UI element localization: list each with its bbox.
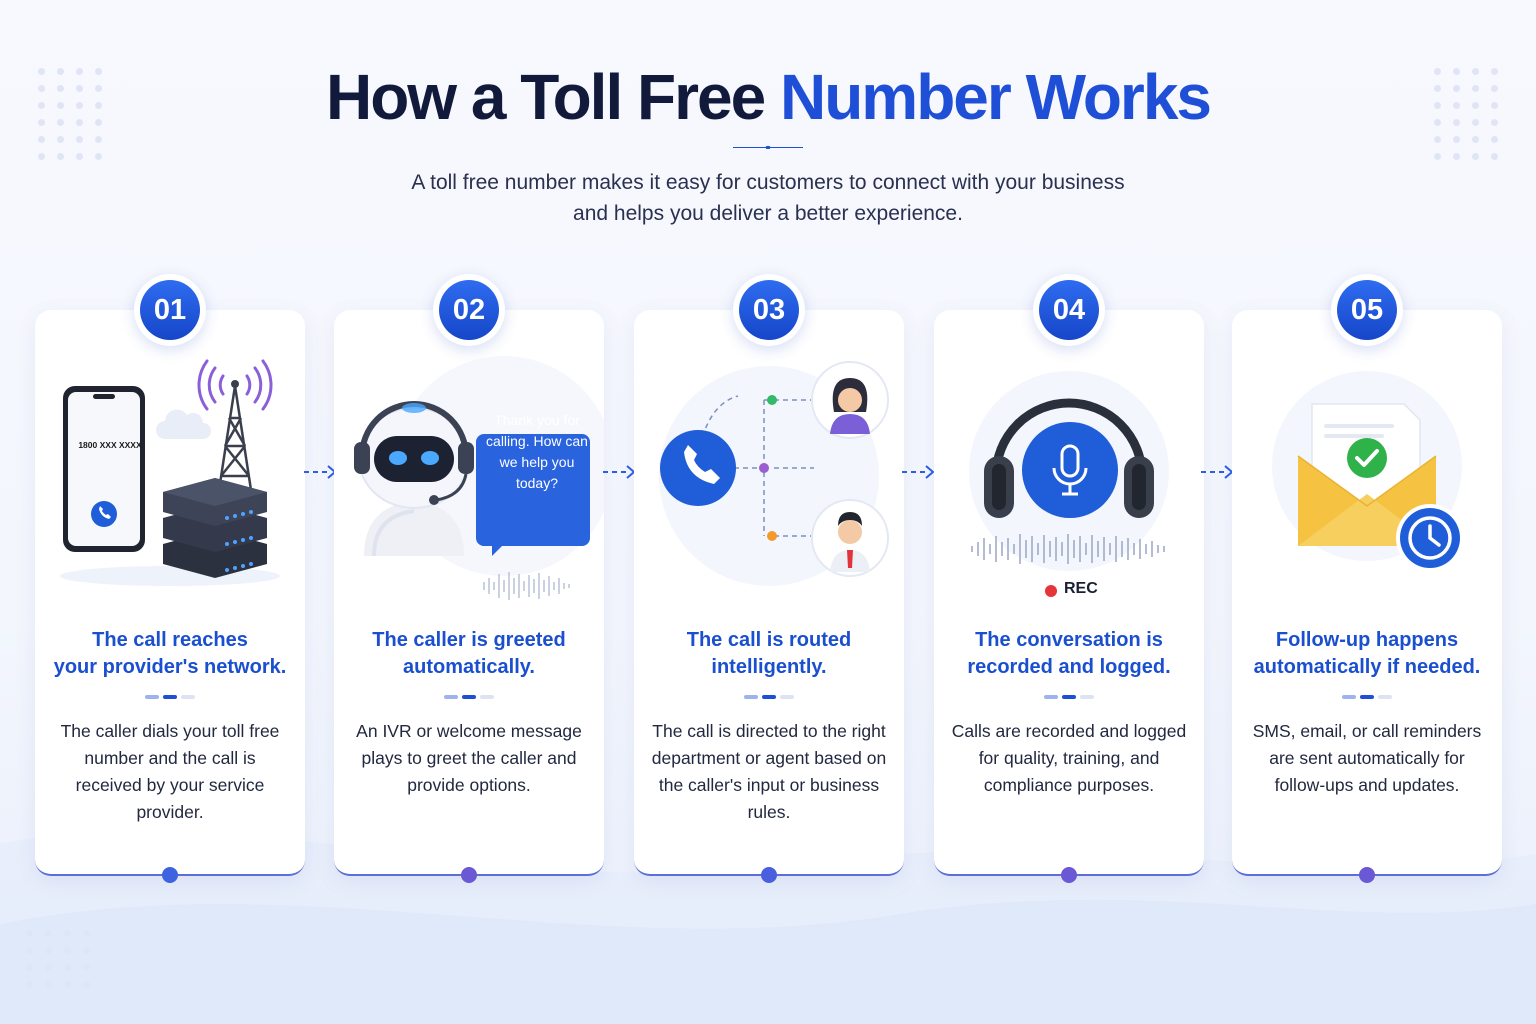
step-title: The conversation is recorded and logged. (967, 629, 1171, 678)
decorative-dots (1434, 68, 1498, 160)
title-divider (444, 695, 494, 699)
record-indicator-icon (1045, 585, 1057, 597)
arrow-right-icon (1201, 465, 1234, 479)
step-description: Calls are recorded and logged for qualit… (951, 721, 1187, 795)
step-description: The call is directed to the right depart… (651, 721, 887, 822)
timeline-dot (1359, 867, 1375, 883)
title-divider (145, 695, 195, 699)
arrow-right-icon (902, 465, 935, 479)
background-waves (0, 830, 1536, 1024)
robot-assistant-icon (354, 356, 604, 600)
timeline-dot (461, 867, 477, 883)
step-badge: 01 (134, 274, 206, 346)
title-main: How a Toll Free (325, 61, 780, 133)
step-card-1: 01 (35, 274, 305, 883)
step-title: Follow-up happens automatically if neede… (1253, 629, 1481, 678)
page-title: How a Toll Free Number Works (0, 60, 1536, 134)
page-subtitle: A toll free number makes it easy for cus… (411, 171, 1125, 225)
arrow-right-icon (304, 465, 337, 479)
title-divider (1342, 695, 1392, 699)
step-badge: 02 (433, 274, 505, 346)
step-title: The caller is greeted automatically. (372, 629, 566, 678)
phone-tower-server-icon (60, 359, 280, 586)
step-badge: 05 (1331, 274, 1403, 346)
timeline-dot (162, 867, 178, 883)
headphones-microphone-icon (969, 371, 1169, 571)
decorative-dots (26, 930, 90, 988)
step-badge: 03 (733, 274, 805, 346)
phone-number-display: 1800 XXX XXXX (78, 440, 142, 450)
step-badge: 04 (1033, 274, 1105, 346)
step-description: An IVR or welcome message plays to greet… (356, 721, 582, 795)
title-divider (1044, 695, 1094, 699)
step-description: SMS, email, or call reminders are sent a… (1252, 721, 1482, 795)
step-title: The call is routed intelligently. (686, 629, 852, 678)
title-divider (744, 695, 794, 699)
step-card-5: 05 Follow-up happens automatically if ne… (1232, 274, 1502, 883)
speech-bubble-text: Thank you for calling. How can we help y… (486, 412, 588, 491)
call-routing-icon (659, 361, 889, 586)
arrow-right-icon (603, 465, 636, 479)
timeline-dot (761, 867, 777, 883)
rec-label: REC (1064, 580, 1098, 597)
envelope-check-clock-icon (1272, 371, 1464, 572)
step-title: The call reaches your provider's network… (53, 629, 287, 678)
decorative-dots (38, 68, 102, 160)
title-underline (733, 146, 803, 149)
step-description: The caller dials your toll free number a… (60, 721, 280, 822)
step-card-2: 02 (334, 274, 604, 883)
step-card-3: 03 The call is routed intelli (634, 274, 904, 883)
timeline-dot (1061, 867, 1077, 883)
title-accent: Number Works (779, 61, 1212, 133)
step-card-4: 04 REC The conversation i (934, 274, 1204, 883)
